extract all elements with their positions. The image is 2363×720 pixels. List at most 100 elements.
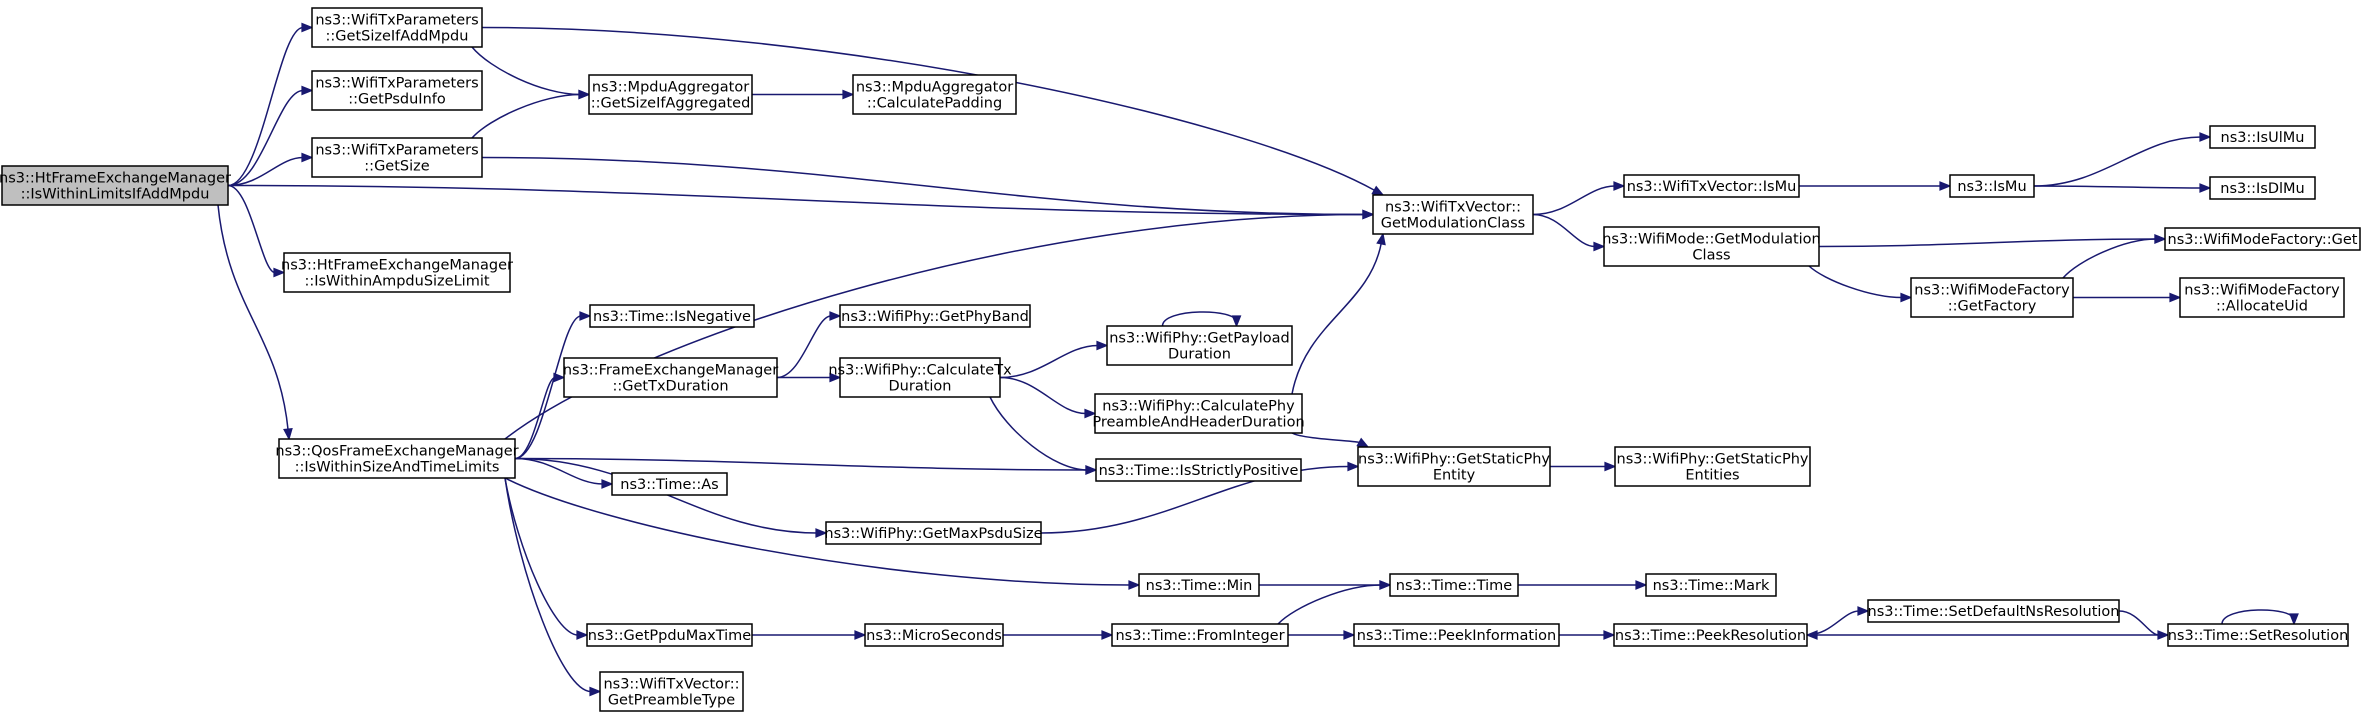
node-getFactory[interactable]: ns3::WifiModeFactory::GetFactory	[1910, 277, 2074, 318]
node-box	[864, 623, 1004, 647]
edge-getFactory-to-allocUid	[2073, 292, 2182, 303]
edge-qos-to-min	[504, 477, 1141, 590]
edge-modClass-to-isMuVec	[1532, 181, 1626, 216]
node-label-line: ns3::WifiPhy::GetStaticPhy	[1358, 452, 1550, 468]
node-getPhyBand[interactable]: ns3::WifiPhy::GetPhyBand	[839, 304, 1031, 328]
edge-fxTxDur-to-getPhyBand	[776, 311, 842, 379]
node-box	[1357, 446, 1551, 487]
node-label-line: ns3::WifiPhy::CalculatePhy	[1102, 399, 1295, 415]
arrowhead	[273, 267, 286, 278]
arrowhead	[2289, 613, 2299, 626]
node-box	[1372, 194, 1534, 235]
node-box	[852, 74, 1017, 115]
node-factoryGet[interactable]: ns3::WifiModeFactory::Get	[2164, 227, 2361, 251]
node-mpduAggSize[interactable]: ns3::MpduAggregator::GetSizeIfAggregated	[588, 74, 753, 115]
node-label-line: ns3::QosFrameExchangeManager	[275, 444, 518, 460]
node-setRes[interactable]: ns3::Time::SetResolution	[2167, 623, 2349, 647]
node-root[interactable]: ns3::HtFrameExchangeManager::IsWithinLim…	[0, 165, 231, 206]
edge-preamble-to-staticPhyEntity	[1291, 432, 1370, 448]
node-isNeg[interactable]: ns3::Time::IsNegative	[589, 304, 755, 328]
node-box	[2209, 125, 2316, 149]
node-setDefNs[interactable]: ns3::Time::SetDefaultNsResolution	[1867, 599, 2120, 623]
arrowhead	[301, 152, 314, 163]
node-as[interactable]: ns3::Time::As	[611, 472, 728, 496]
edge-calcTxDur-to-preamble	[999, 376, 1097, 419]
edge-isMu-to-isDlMu	[2033, 183, 2212, 193]
arrowhead	[301, 22, 314, 33]
node-label-line: ns3::Time::As	[620, 477, 718, 493]
node-box	[311, 7, 483, 48]
node-ampduLimit[interactable]: ns3::HtFrameExchangeManager::IsWithinAmp…	[281, 252, 513, 293]
node-qos[interactable]: ns3::QosFrameExchangeManager::IsWithinSi…	[275, 438, 519, 479]
node-label-line: ns3::IsMu	[1957, 179, 2026, 195]
node-box	[2179, 277, 2345, 318]
node-preambleType[interactable]: ns3::WifiTxVector::GetPreambleType	[599, 671, 744, 712]
node-label-line: ns3::HtFrameExchangeManager	[281, 258, 513, 274]
node-preamble[interactable]: ns3::WifiPhy::CalculatePhyPreambleAndHea…	[1092, 393, 1305, 434]
node-isDlMu[interactable]: ns3::IsDlMu	[2209, 176, 2316, 200]
node-label-line: ns3::WifiTxVector::	[603, 677, 739, 693]
arrowhead	[1356, 437, 1370, 448]
arrowhead	[578, 89, 591, 100]
node-label-line: ns3::Time::SetDefaultNsResolution	[1868, 604, 2120, 620]
node-label-line: ns3::FrameExchangeManager	[563, 363, 778, 379]
node-label-line: ::GetSizeIfAddMpdu	[326, 29, 469, 45]
node-label-line: ::CalculatePadding	[867, 96, 1002, 112]
node-min[interactable]: ns3::Time::Min	[1138, 573, 1260, 597]
node-layer: ns3::HtFrameExchangeManager::IsWithinLim…	[0, 7, 2361, 712]
node-label-line: ns3::MpduAggregator	[856, 80, 1013, 96]
node-label-line: ::GetPsduInfo	[348, 92, 446, 108]
node-label-line: Duration	[889, 379, 952, 395]
node-isMuVec[interactable]: ns3::WifiTxVector::IsMu	[1623, 174, 1800, 198]
node-label-line: ns3::MicroSeconds	[866, 628, 1002, 644]
node-box	[1106, 325, 1293, 366]
node-getSizeIfAdd[interactable]: ns3::WifiTxParameters::GetSizeIfAddMpdu	[311, 7, 483, 48]
edge-setRes-to-peekRes	[1805, 630, 2168, 640]
node-mark[interactable]: ns3::Time::Mark	[1645, 573, 1777, 597]
node-peekInfo[interactable]: ns3::Time::PeekInformation	[1353, 623, 1560, 647]
node-box	[586, 623, 753, 647]
node-modClass[interactable]: ns3::WifiTxVector::GetModulationClass	[1372, 194, 1534, 235]
arrowhead	[1101, 630, 1114, 640]
node-label-line: ::GetTxDuration	[612, 379, 728, 395]
node-box	[311, 137, 483, 178]
edge-peekInfo-to-peekRes	[1559, 630, 1616, 640]
arrowhead	[2199, 132, 2212, 142]
node-peekRes[interactable]: ns3::Time::PeekResolution	[1613, 623, 1808, 647]
node-time[interactable]: ns3::Time::Time	[1389, 573, 1519, 597]
edge-modeGetMod-to-factoryGet	[1818, 234, 2167, 248]
node-box	[839, 357, 1001, 398]
node-modeGetMod[interactable]: ns3::WifiMode::GetModulationClass	[1602, 226, 1821, 267]
node-box	[1910, 277, 2074, 318]
arrowhead	[1593, 241, 1606, 252]
node-box	[599, 671, 744, 712]
edge-root-to-getPsduInfo	[227, 85, 314, 187]
node-fxTxDur[interactable]: ns3::FrameExchangeManager::GetTxDuration	[563, 357, 778, 398]
edge-calcTxDur-to-strictPos	[989, 396, 1098, 475]
node-isMu[interactable]: ns3::IsMu	[1949, 174, 2035, 198]
node-getSize[interactable]: ns3::WifiTxParameters::GetSize	[311, 137, 483, 178]
node-micro[interactable]: ns3::MicroSeconds	[864, 623, 1004, 647]
node-calcPadding[interactable]: ns3::MpduAggregator::CalculatePadding	[852, 74, 1017, 115]
node-ppduMax[interactable]: ns3::GetPpduMaxTime	[586, 623, 753, 647]
edge-getSize-to-modClass	[481, 156, 1375, 220]
node-label-line: ::AllocateUid	[2216, 299, 2308, 315]
arrowhead	[1604, 461, 1617, 472]
node-strictPos[interactable]: ns3::Time::IsStrictlyPositive	[1095, 458, 1302, 482]
edge-time-to-mark	[1518, 580, 1648, 590]
node-fromInt[interactable]: ns3::Time::FromInteger	[1111, 623, 1289, 647]
node-box	[589, 304, 755, 328]
arrowhead	[829, 311, 842, 321]
node-allocUid[interactable]: ns3::WifiModeFactory::AllocateUid	[2179, 277, 2345, 318]
node-maxPsdu[interactable]: ns3::WifiPhy::GetMaxPsduSize	[824, 521, 1043, 545]
arrowhead	[579, 311, 592, 321]
node-isUlMu[interactable]: ns3::IsUlMu	[2209, 125, 2316, 149]
edge-fxTxDur-to-calcTxDur	[777, 372, 842, 383]
node-getPsduInfo[interactable]: ns3::WifiTxParameters::GetPsduInfo	[311, 70, 483, 111]
arrowhead	[1805, 630, 1818, 640]
